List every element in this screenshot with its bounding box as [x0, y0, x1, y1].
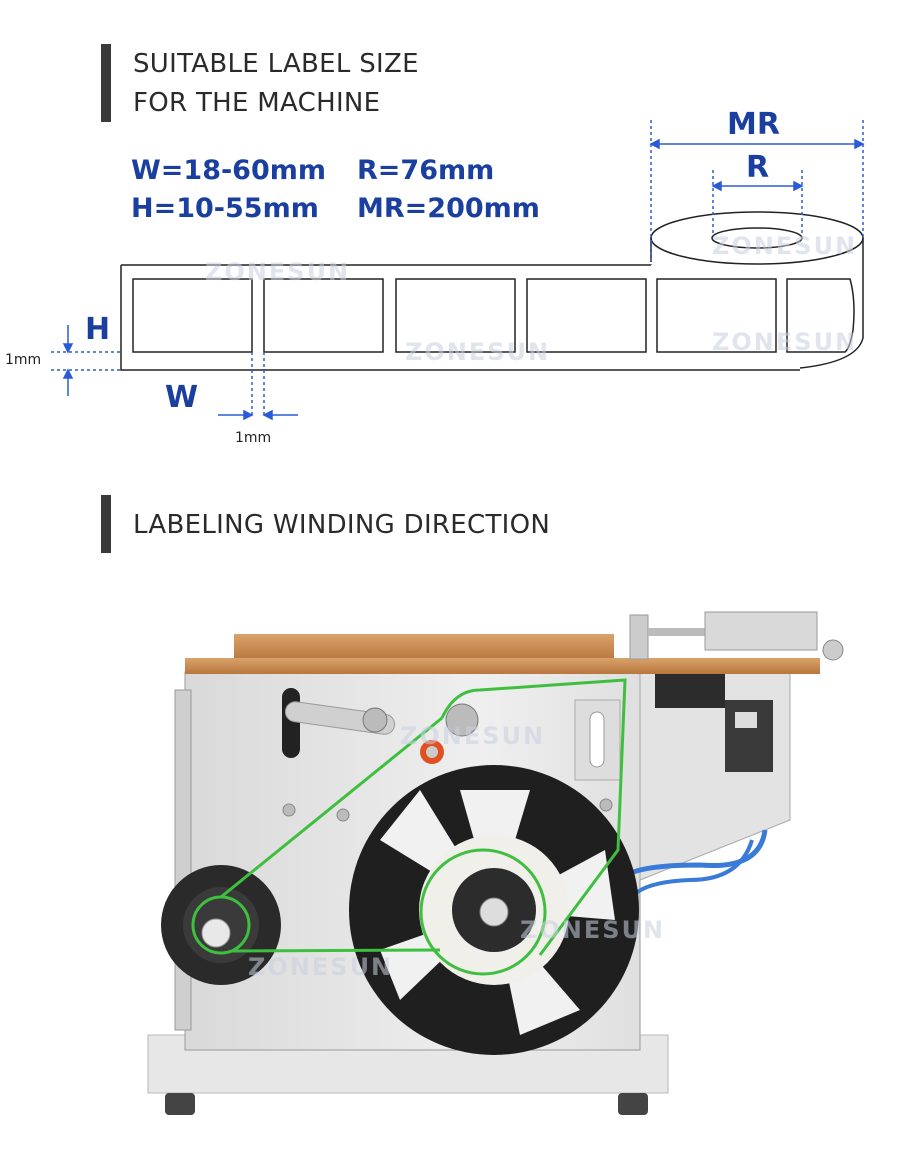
section-bar-1: [101, 44, 111, 122]
section-1-title-line2: FOR THE MACHINE: [133, 88, 381, 118]
watermark: ZONESUN: [520, 916, 666, 944]
watermark: ZONESUN: [712, 328, 858, 356]
watermark: ZONESUN: [205, 258, 351, 286]
dim-gap-left: 1mm: [5, 352, 42, 368]
spec-width: W=18-60mm: [131, 155, 327, 186]
watermark: ZONESUN: [712, 232, 858, 260]
section-2-title: LABELING WINDING DIRECTION: [133, 510, 551, 540]
dim-mr-label: MR: [727, 107, 780, 142]
watermark: ZONESUN: [405, 338, 551, 366]
section-1-title-line1: SUITABLE LABEL SIZE: [133, 49, 419, 79]
dim-w-label: W: [165, 380, 199, 415]
spec-max-roll: MR=200mm: [357, 193, 540, 224]
spec-core-radius: R=76mm: [357, 155, 495, 186]
dim-h-label: H: [85, 312, 111, 347]
section-bar-2: [101, 495, 111, 553]
watermark: ZONESUN: [400, 722, 546, 750]
label-roll-diagram: [49, 120, 865, 421]
dim-gap-bottom: 1mm: [235, 430, 272, 446]
dim-r-label: R: [746, 150, 770, 185]
spec-height: H=10-55mm: [131, 193, 319, 224]
watermark: ZONESUN: [248, 953, 394, 981]
